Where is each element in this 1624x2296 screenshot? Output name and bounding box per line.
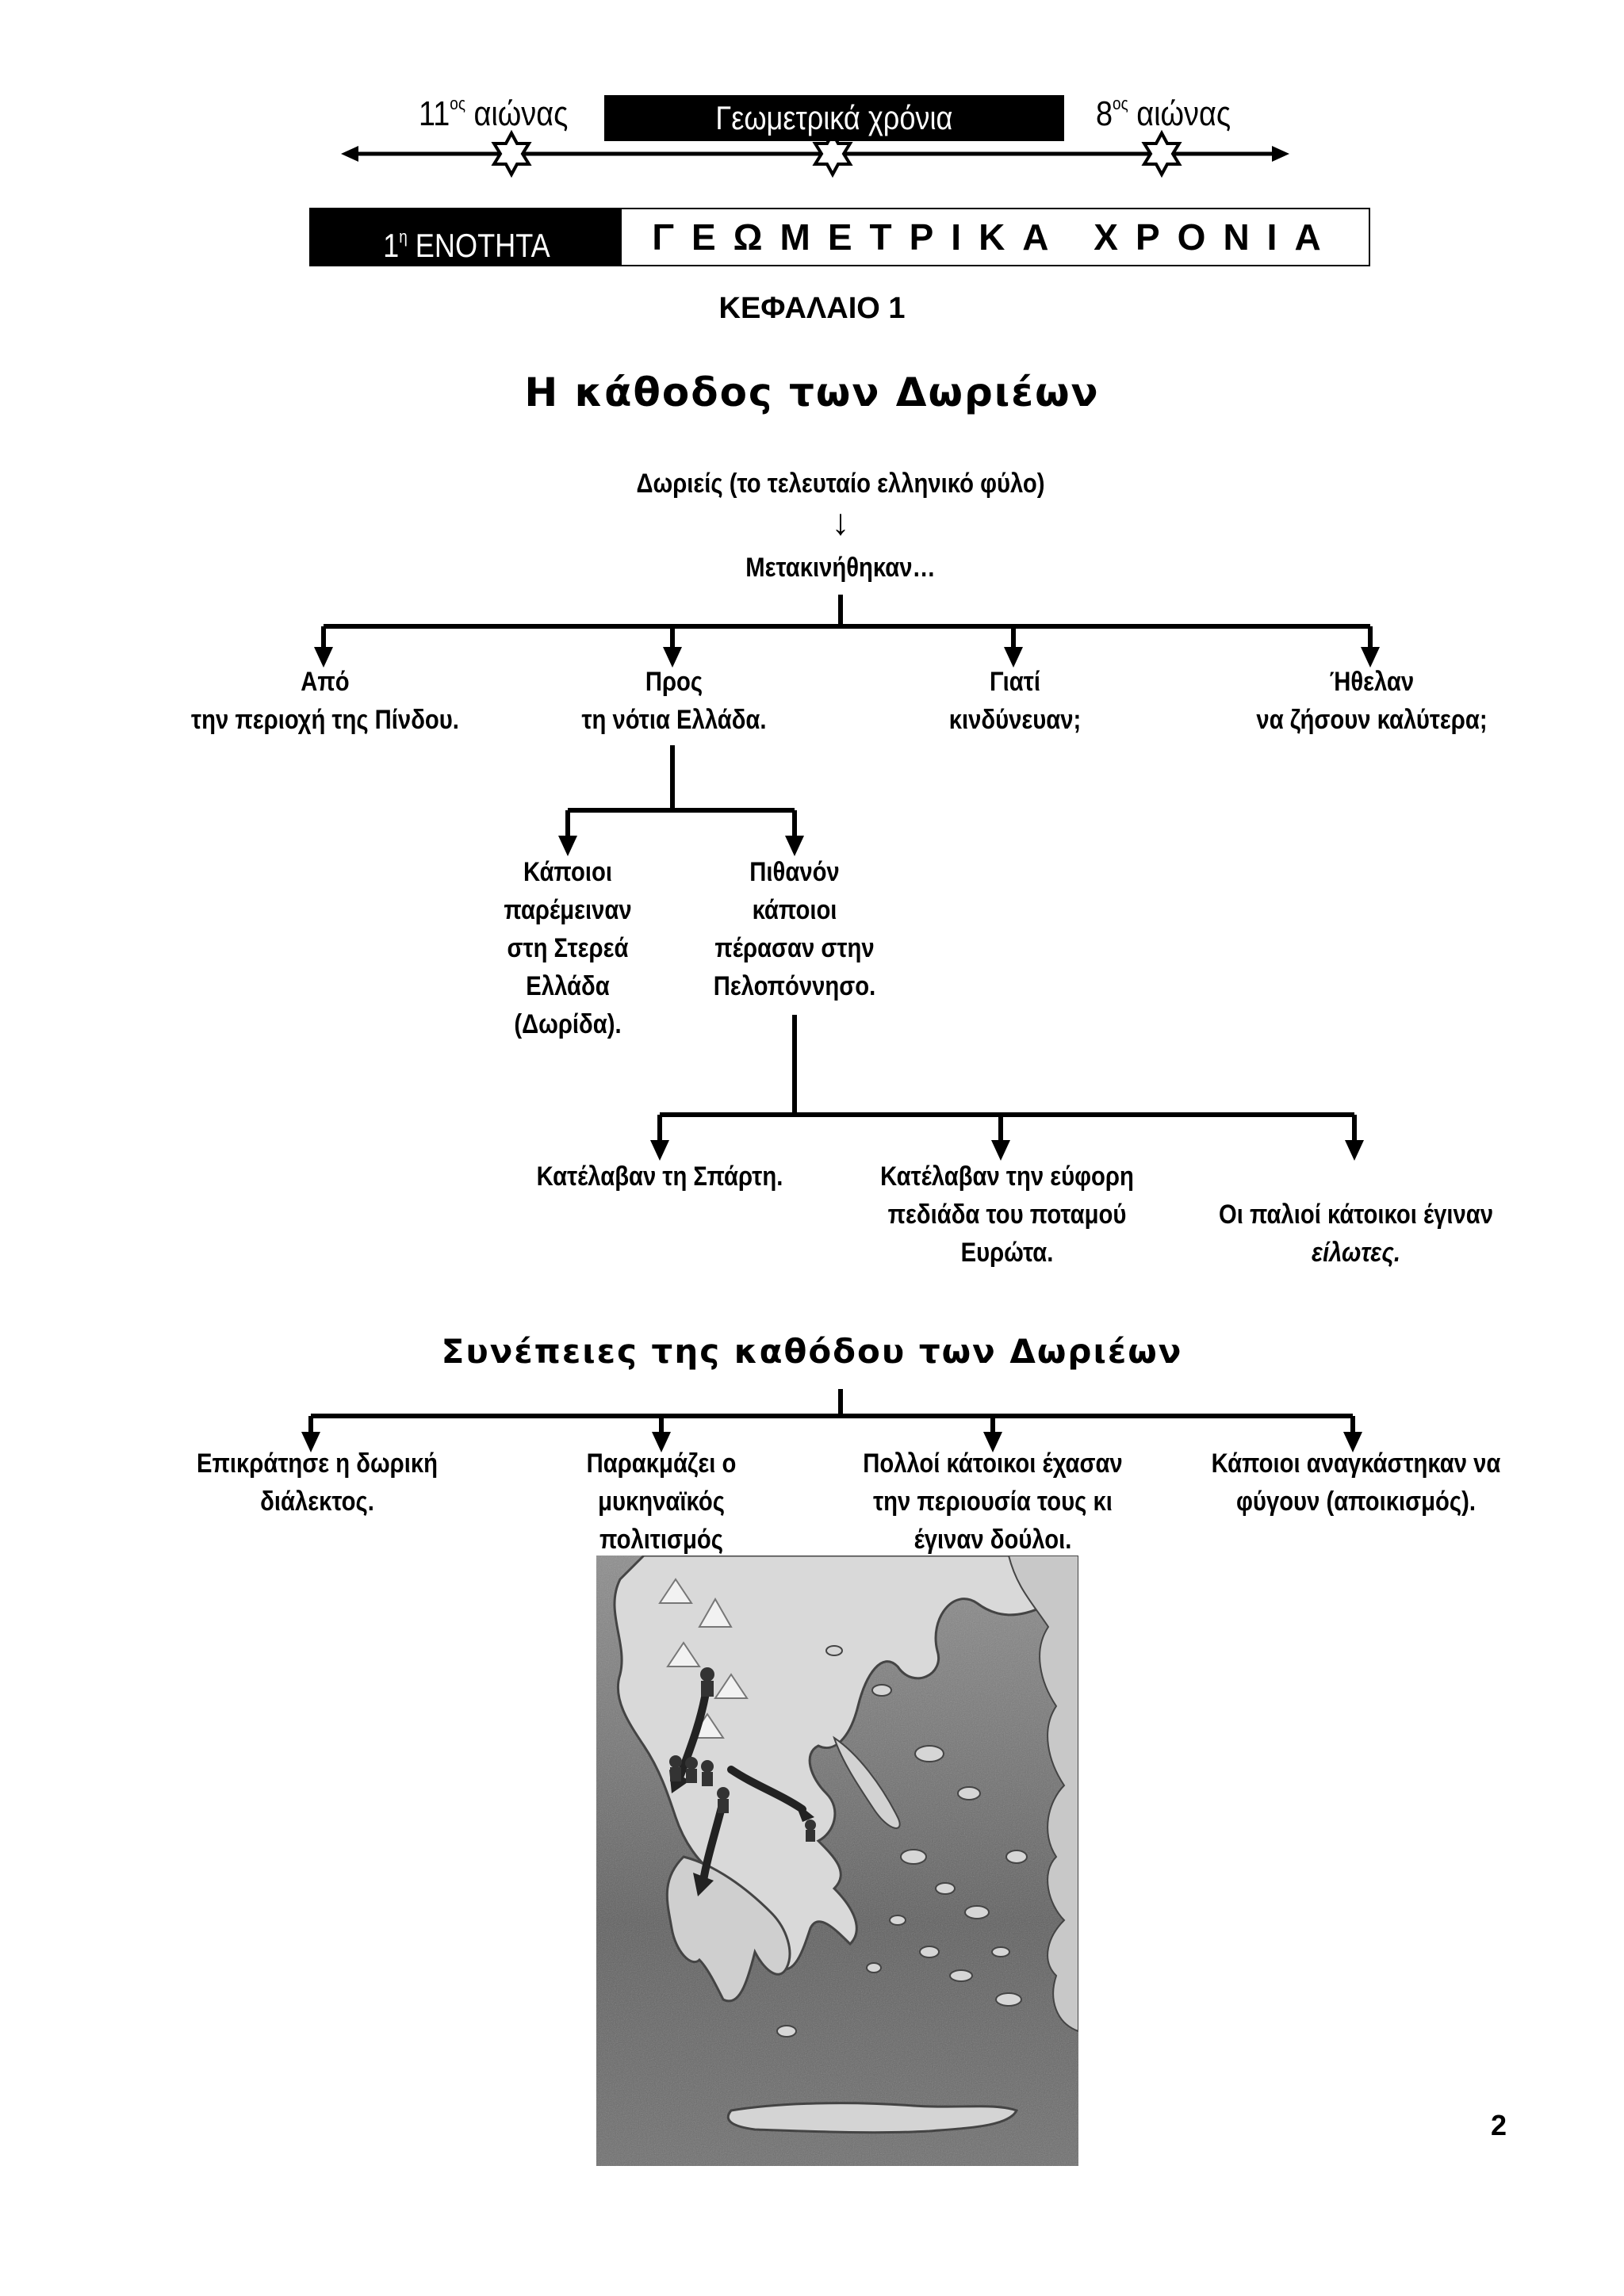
dorian-migration-map [596,1556,1078,2166]
map-evia [833,1735,901,1829]
diagram-crossed: Πιθανόν κάποιοι πέρασαν στην Πελοπόννησο… [713,857,876,1001]
map-crete [726,2102,1019,2134]
diagram-from: Από την περιοχή της Πίνδου. [191,667,459,735]
timeline-end-label: 8ος αιώνας [1096,94,1231,133]
arrow-down-icon [663,647,682,668]
diagram-stayed: Κάποιοι παρέμειναν στη Στερεά Ελλάδα (Δω… [504,857,632,1039]
consequence-item: Πολλοί κάτοικοι έχασαν την περιουσία του… [863,1448,1123,1555]
map-asia-minor-coast [1007,1556,1078,2033]
arrow-down-icon: ↓ [831,501,850,542]
diagram-sparta: Κατέλαβαν τη Σπάρτη. [536,1161,783,1192]
page-title: Η κάθοδος των Δωριέων [524,369,1100,415]
diagram-wanted: Ήθελαν να ζήσουν καλύτερα; [1256,667,1488,735]
chapter-label: ΚΕΦΑΛΑΙΟ 1 [718,292,906,325]
arrow-down-icon [1361,647,1380,668]
page-number: 2 [1491,2109,1507,2141]
diagram-helots: είλωτες. [1311,1238,1400,1268]
arrow-down-icon [301,1432,320,1452]
arrow-down-icon [1343,1432,1362,1452]
arrow-down-icon [314,647,333,668]
timeline-start-label: 11ος αιώνας [419,94,569,133]
arrow-down-icon [785,836,804,856]
arrow-down-icon [1004,647,1023,668]
diagram-why: Γιατί κινδύνευαν; [948,667,1082,735]
arrow-down-icon [991,1140,1010,1161]
diagram-connectors [301,595,1380,1452]
warriors-icon [669,1667,816,1842]
timeline-period-label: Γεωμετρικά χρόνια [604,95,1064,141]
map-mainland [613,1556,1078,1971]
arrow-down-icon [983,1432,1002,1452]
unit-number: 1η ΕΝΟΤΗΤΑ [311,209,622,265]
timeline-marker-icon [1141,129,1182,178]
arrow-down-icon [558,836,577,856]
timeline-marker-icon [812,129,853,178]
diagram-plain: Κατέλαβαν την εύφορη πεδιάδα του ποταμού… [880,1161,1134,1268]
timeline-marker-icon [491,129,532,178]
unit-header: 1η ΕΝΟΤΗΤΑ ΓΕΩΜΕΤΡΙΚΑ ΧΡΟΝΙΑ [309,208,1370,266]
map-mountains [658,1578,749,1739]
arrow-down-icon [650,1140,669,1161]
timeline [341,129,1289,178]
consequence-item: Επικράτησε η δωρική διάλεκτος. [196,1448,439,1517]
map-islands [776,1645,1028,2038]
arrow-down-icon [652,1432,671,1452]
unit-title: ΓΕΩΜΕΤΡΙΚΑ ΧΡΟΝΙΑ [652,216,1339,258]
consequence-item: Παρακμάζει ο μυκηναϊκός πολιτισμός [586,1448,737,1555]
diagram-root: Δωριείς (το τελευταίο ελληνικό φύλο) [636,469,1045,499]
diagram-to: Προς τη νότια Ελλάδα. [581,667,767,735]
consequence-item: Κάποιοι αναγκάστηκαν να φύγουν (αποικισμ… [1211,1448,1501,1517]
diagram-moved: Μετακινήθηκαν… [745,553,936,583]
arrow-down-icon [1345,1140,1364,1161]
consequences-title: Συνέπειες της καθόδου των Δωριέων [441,1332,1183,1371]
